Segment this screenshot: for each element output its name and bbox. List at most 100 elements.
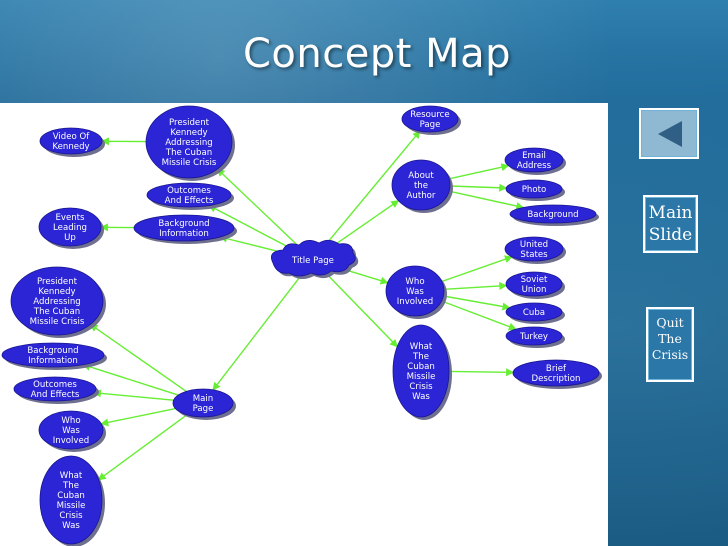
node-label-line: Background bbox=[27, 346, 78, 356]
node-label-line: Cuban bbox=[407, 362, 435, 372]
node-label-line: Photo bbox=[522, 185, 547, 195]
node-label-line: Kennedy bbox=[170, 128, 207, 138]
node-label-line: Information bbox=[159, 229, 209, 239]
node-label-line: Kennedy bbox=[38, 287, 75, 297]
node-label-line: Up bbox=[64, 233, 76, 243]
node-label-line: Union bbox=[522, 285, 547, 295]
node-shape bbox=[10, 266, 104, 336]
node-label-line: What bbox=[410, 342, 433, 352]
node-shape bbox=[172, 388, 234, 418]
node-label-line: President bbox=[169, 118, 210, 128]
main-slide-button[interactable]: Main Slide bbox=[643, 195, 698, 253]
node-label-line: Missile Crisis bbox=[162, 158, 217, 168]
connector-arrow-title-page-to-about-author bbox=[329, 200, 400, 249]
node-label-line: And Effects bbox=[31, 390, 80, 400]
node-label-line: Page bbox=[193, 404, 214, 414]
node-label-line: Was bbox=[62, 426, 80, 436]
connector-arrow-who-was-involved-r-to-turkey bbox=[441, 300, 517, 331]
quit-label-line: Crisis bbox=[651, 347, 689, 362]
node-label-line: United bbox=[520, 240, 548, 250]
node-shape bbox=[39, 127, 103, 155]
node-label-line: Address bbox=[517, 161, 552, 171]
node-label-line: Leading bbox=[53, 223, 87, 233]
connector-arrow-about-author-to-email-address bbox=[448, 163, 510, 180]
node-label-line: Video Of bbox=[53, 132, 91, 142]
node-label-line: The Cuban bbox=[33, 307, 80, 317]
node-shape bbox=[145, 105, 233, 179]
node-label-line: And Effects bbox=[165, 196, 214, 206]
node-label-line: Who bbox=[61, 416, 80, 426]
node-shape bbox=[38, 410, 104, 450]
node-shape bbox=[505, 271, 563, 297]
node-label-line: Brief bbox=[546, 364, 567, 374]
node-shape bbox=[505, 326, 563, 346]
node-label-line: Information bbox=[28, 356, 78, 366]
node-label-line: Cuban bbox=[57, 491, 85, 501]
concept-node-photo: Photo bbox=[505, 179, 565, 201]
concept-map-canvas: Title PageResourcePageAbouttheAuthorEmai… bbox=[1, 105, 602, 546]
node-label-line: Crisis bbox=[59, 511, 83, 521]
connector-arrow-main-page-to-what-crisis-l bbox=[97, 414, 188, 481]
quit-crisis-button[interactable]: Quit The Crisis bbox=[646, 307, 694, 382]
node-label-line: Events bbox=[55, 213, 85, 223]
node-shape bbox=[385, 265, 445, 317]
node-label-line: Was bbox=[406, 287, 424, 297]
connector-arrow-title-page-to-resource-page bbox=[322, 130, 421, 248]
node-label-line: Outcomes bbox=[33, 380, 77, 390]
node-shape bbox=[270, 239, 356, 277]
node-shape bbox=[38, 207, 102, 247]
connector-arrow-title-page-to-what-crisis-r bbox=[324, 271, 398, 348]
node-label-line: Resource bbox=[410, 110, 449, 120]
node-label-line: the bbox=[414, 181, 428, 191]
node-shape bbox=[391, 159, 451, 211]
node-label-line: Outcomes bbox=[167, 186, 211, 196]
decorative-watermark bbox=[615, 530, 728, 546]
node-shape bbox=[401, 105, 459, 133]
connector-arrow-who-was-involved-r-to-cuba bbox=[443, 295, 511, 311]
connector-arrow-title-page-to-background-info-top bbox=[219, 234, 281, 253]
connector-arrow-title-page-to-who-was-involved-r bbox=[342, 268, 389, 285]
node-label-line: Author bbox=[407, 191, 436, 201]
concept-node-cuba: Cuba bbox=[505, 302, 565, 324]
node-shape bbox=[392, 324, 450, 418]
main-slide-label-line: Main bbox=[648, 203, 693, 223]
node-label-line: Turkey bbox=[519, 332, 548, 342]
node-label-line: Involved bbox=[397, 297, 434, 307]
node-shape bbox=[504, 147, 564, 173]
node-label-line: The bbox=[412, 352, 429, 362]
concept-node-turkey: Turkey bbox=[505, 326, 565, 348]
back-button[interactable] bbox=[639, 108, 699, 159]
node-label-line: Main bbox=[193, 394, 214, 404]
node-label-line: The bbox=[62, 481, 79, 491]
node-label-line: The Cuban bbox=[165, 148, 212, 158]
node-shape bbox=[512, 359, 600, 387]
connector-arrow-title-page-to-outcomes-top bbox=[208, 204, 292, 250]
node-label-line: Kennedy bbox=[52, 142, 89, 152]
node-label-line: What bbox=[60, 471, 83, 481]
node-label-line: Missile bbox=[57, 501, 86, 511]
node-label-line: Was bbox=[412, 392, 430, 402]
quit-label-line: Quit bbox=[656, 315, 684, 330]
node-label-line: Title Page bbox=[291, 256, 334, 266]
node-shape bbox=[505, 302, 563, 322]
node-label-line: Background bbox=[527, 210, 578, 220]
node-label-line: Involved bbox=[53, 436, 90, 446]
node-label-line: Missile bbox=[407, 372, 436, 382]
node-label-line: Was bbox=[62, 521, 80, 531]
connector-arrow-about-author-to-photo bbox=[449, 183, 508, 192]
node-label-line: Email bbox=[522, 151, 546, 161]
node-shape bbox=[39, 455, 103, 545]
connector-arrow-title-page-to-president-top bbox=[216, 168, 301, 249]
